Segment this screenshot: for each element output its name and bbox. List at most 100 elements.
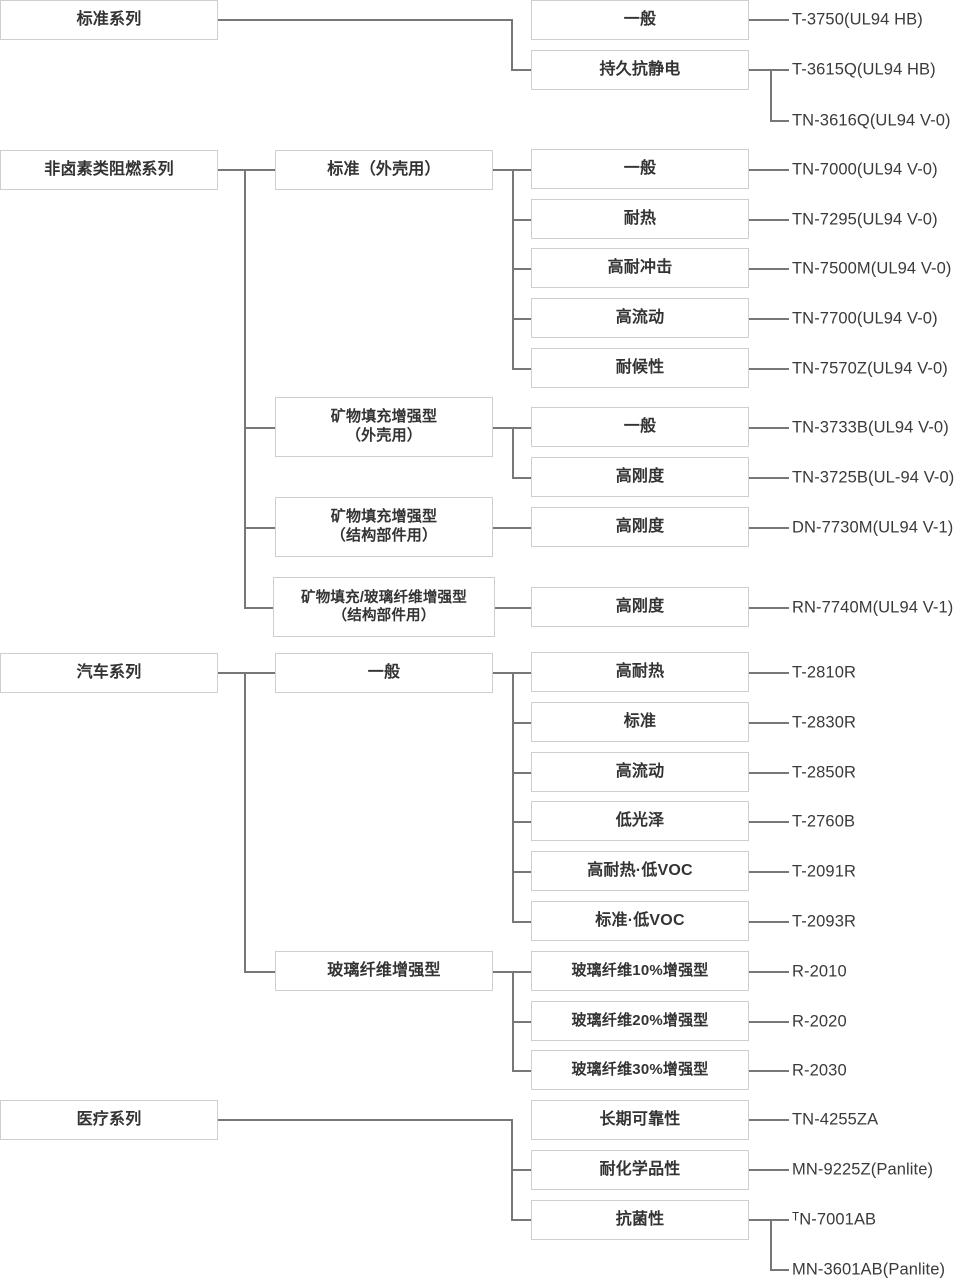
group-label: 玻璃纤维增强型 (327, 962, 441, 979)
product-label: TN-3733B(UL94 V-0) (792, 418, 949, 437)
product-label: T-2830R (792, 713, 856, 732)
connector-h (493, 672, 513, 674)
series-box-automotive[interactable]: 汽车系列 (0, 653, 218, 693)
connector-h (749, 219, 789, 221)
connector-h (244, 427, 276, 429)
connector-h (244, 672, 276, 674)
item-box[interactable]: 玻璃纤维30%增强型 (531, 1050, 749, 1090)
connector-h (244, 607, 276, 609)
item-box[interactable]: 玻璃纤维20%增强型 (531, 1001, 749, 1041)
connector-h (512, 318, 532, 320)
connector-h (218, 169, 245, 171)
product-label: TN-3616Q(UL94 V-0) (792, 111, 951, 130)
item-box[interactable]: 高刚度 (531, 457, 749, 497)
connector-h (749, 921, 789, 923)
item-box[interactable]: 耐候性 (531, 348, 749, 388)
item-box[interactable]: 耐热 (531, 199, 749, 239)
item-box[interactable]: 耐化学品性 (531, 1150, 749, 1190)
connector-h (512, 722, 532, 724)
connector-h (749, 871, 789, 873)
group-box[interactable]: 矿物填充/玻璃纤维增强型 （结构部件用） (273, 577, 495, 637)
item-label: 标准 (623, 713, 657, 730)
product-label: ᵀN-7001AB (792, 1210, 877, 1229)
connector-h (512, 477, 532, 479)
product-label: R-2010 (792, 962, 847, 981)
item-box[interactable]: 长期可靠性 (531, 1100, 749, 1140)
item-box[interactable]: 高流动 (531, 752, 749, 792)
item-box[interactable]: 高耐热·低VOC (531, 851, 749, 891)
connector-h (218, 19, 512, 21)
series-box-flame-retardant[interactable]: 非卤素类阻燃系列 (0, 150, 218, 190)
connector-h (244, 527, 276, 529)
item-box[interactable]: 抗菌性 (531, 1200, 749, 1240)
product-label: MN-9225Z(Panlite) (792, 1160, 934, 1179)
item-box[interactable]: 一般 (531, 149, 749, 189)
item-box[interactable]: 高耐热 (531, 652, 749, 692)
item-box[interactable]: 一般 (531, 407, 749, 447)
connector-h (749, 821, 789, 823)
connector-h (493, 971, 513, 973)
product-label: T-2810R (792, 663, 856, 682)
connector-h (749, 1070, 789, 1072)
item-box[interactable]: 高刚度 (531, 587, 749, 627)
item-label: 持久抗静电 (599, 61, 681, 78)
product-label: TN-7295(UL94 V-0) (792, 210, 938, 229)
group-box[interactable]: 一般 (275, 653, 493, 693)
connector-h (512, 368, 532, 370)
item-box[interactable]: 玻璃纤维10%增强型 (531, 951, 749, 991)
connector-h (511, 1219, 532, 1221)
connector-h (749, 1169, 789, 1171)
item-box[interactable]: 标准 (531, 702, 749, 742)
product-label: T-2850R (792, 763, 856, 782)
item-box[interactable]: 高耐冲击 (531, 248, 749, 288)
item-box[interactable]: 一般 (531, 0, 749, 40)
connector-h (512, 821, 532, 823)
connector-v (770, 1219, 772, 1270)
series-label: 汽车系列 (76, 664, 142, 681)
connector-h (749, 772, 789, 774)
product-label: TN-4255ZA (792, 1110, 879, 1129)
item-box[interactable]: 高流动 (531, 298, 749, 338)
item-label: 标准·低VOC (595, 912, 685, 929)
item-label: 玻璃纤维20%增强型 (571, 1011, 709, 1029)
connector-h (512, 427, 532, 429)
connector-h (749, 722, 789, 724)
item-label: 一般 (623, 418, 657, 435)
item-label: 高耐热 (615, 663, 665, 680)
product-label: RN-7740M(UL94 V-1) (792, 598, 954, 617)
item-box[interactable]: 标准·低VOC (531, 901, 749, 941)
connector-h (511, 69, 532, 71)
item-label: 高流动 (615, 309, 665, 326)
series-label: 标准系列 (76, 11, 142, 28)
group-box[interactable]: 矿物填充增强型 （外壳用） (275, 397, 493, 457)
item-box[interactable]: 持久抗静电 (531, 50, 749, 90)
item-label: 高刚度 (615, 518, 665, 535)
item-label: 一般 (623, 11, 657, 28)
item-box[interactable]: 高刚度 (531, 507, 749, 547)
item-label: 玻璃纤维30%增强型 (571, 1060, 709, 1078)
connector-h (494, 607, 532, 609)
connector-v (244, 672, 246, 972)
connector-h (749, 368, 789, 370)
item-label: 高刚度 (615, 598, 665, 615)
series-box-medical[interactable]: 医疗系列 (0, 1100, 218, 1140)
connector-h (749, 268, 789, 270)
item-box[interactable]: 低光泽 (531, 801, 749, 841)
connector-v (512, 427, 514, 477)
group-box[interactable]: 矿物填充增强型 （结构部件用） (275, 497, 493, 557)
group-box[interactable]: 标准（外壳用） (275, 150, 493, 190)
group-box[interactable]: 玻璃纤维增强型 (275, 951, 493, 991)
connector-h (511, 1169, 532, 1171)
product-label: TN-7500M(UL94 V-0) (792, 259, 952, 278)
connector-v (244, 169, 246, 608)
connector-h (512, 971, 532, 973)
connector-h (244, 971, 276, 973)
group-label: 一般 (367, 664, 401, 681)
connector-h (749, 1219, 771, 1221)
product-label: TN-7000(UL94 V-0) (792, 160, 938, 179)
series-label: 医疗系列 (76, 1111, 142, 1128)
connector-h (749, 19, 789, 21)
series-box-standard[interactable]: 标准系列 (0, 0, 218, 40)
connector-h (512, 268, 532, 270)
product-label: DN-7730M(UL94 V-1) (792, 518, 954, 537)
